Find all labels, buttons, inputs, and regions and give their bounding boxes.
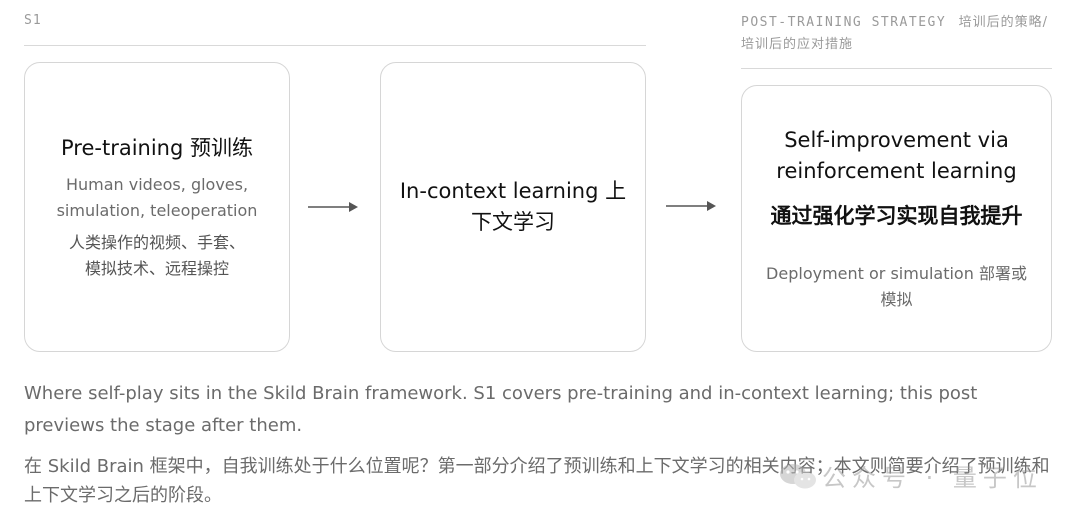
card-self-improvement-title-zh: 通过强化学习实现自我提升 [770, 203, 1023, 228]
watermark-text: 公众号 · 量子位 [822, 464, 1043, 492]
arrow-right-icon [666, 201, 716, 211]
caption-en: Where self-play sits in the Skild Brain … [24, 383, 978, 436]
post-training-header: POST-TRAINING STRATEGY 培训后的策略/培训后的应对措施 [741, 12, 1051, 56]
card-in-context-title: In-context learning 上下文学习 [399, 179, 627, 234]
stage-label: S1 [24, 13, 42, 28]
arrow-right-icon [308, 202, 358, 212]
card-self-improvement: Self-improvement via reinforcement learn… [741, 85, 1052, 352]
wechat-logo-icon [780, 463, 816, 488]
card-pre-training-subtitle-en: Human videos, gloves, simulation, teleop… [56, 174, 258, 220]
watermark: 公众号 · 量子位 [778, 458, 1043, 493]
card-pre-training-subtitle-zh: 人类操作的视频、手套、模拟技术、远程操控 [68, 232, 245, 278]
card-self-improvement-title: Self-improvement via reinforcement learn… [776, 127, 1017, 183]
card-pre-training: Pre-training 预训练 Human videos, gloves, s… [24, 62, 290, 352]
post-training-title-zh: 培训后的策略/培训后的应对措施 [741, 15, 1048, 52]
post-training-divider [741, 68, 1052, 69]
stage-divider [24, 45, 646, 46]
card-in-context-learning: In-context learning 上下文学习 [380, 62, 646, 352]
card-pre-training-title: Pre-training 预训练 [61, 135, 253, 160]
card-self-improvement-subtitle: Deployment or simulation 部署或模拟 [766, 263, 1027, 309]
post-training-title-en: POST-TRAINING STRATEGY [741, 15, 947, 30]
